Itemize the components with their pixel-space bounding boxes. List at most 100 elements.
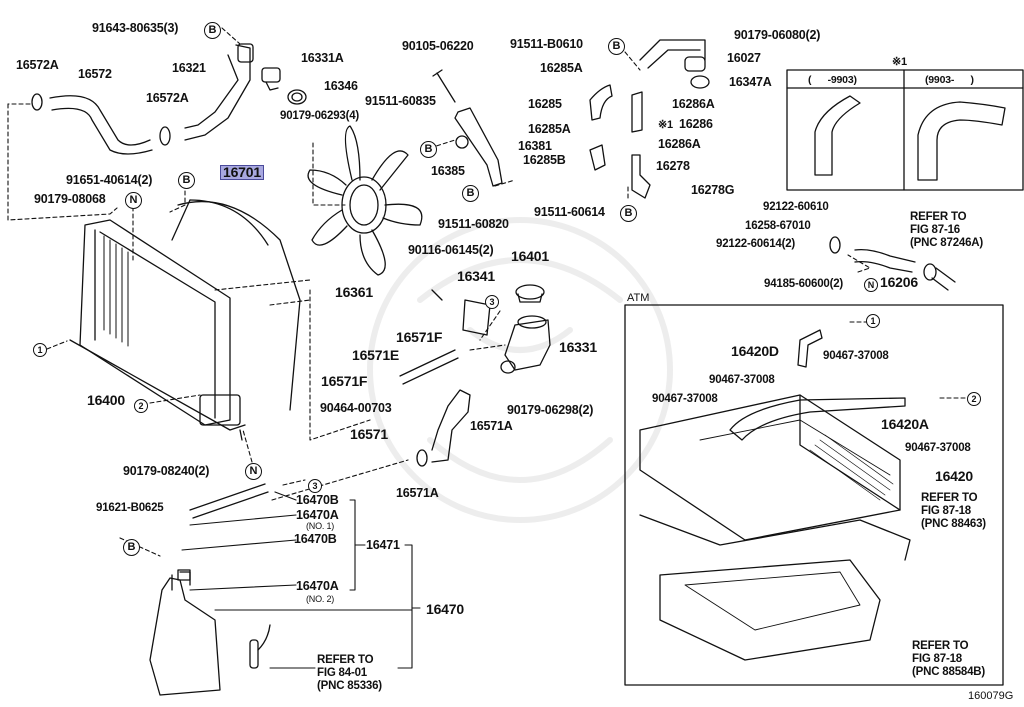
label-16571E[interactable]: 16571E [352, 347, 400, 363]
label-16571A[interactable]: 16571A [396, 486, 439, 500]
label-90467-37008[interactable]: 90467-37008 [823, 350, 889, 362]
label-16286[interactable]: 16286 [679, 117, 713, 131]
callout-3: 3 [308, 479, 322, 493]
inset-col-before-9903: ( -9903) [808, 74, 857, 86]
callout-b: B [420, 141, 437, 158]
hose-16571E [399, 349, 459, 385]
callout-n: N [245, 463, 262, 480]
label-16572A[interactable]: 16572A [146, 91, 189, 105]
label-16206[interactable]: 16206 [880, 274, 918, 290]
label-16361[interactable]: 16361 [335, 284, 373, 300]
label-16285B[interactable]: 16285B [523, 153, 566, 167]
label-16400[interactable]: 16400 [87, 392, 125, 408]
refer-to-fig-87-18-88584B[interactable]: REFER TO FIG 87-18 (PNC 88584B) [912, 640, 986, 678]
hose-16285B [589, 144, 606, 171]
label-16701-highlighted[interactable]: 16701 [220, 165, 264, 180]
label-90179-06080[interactable]: 90179-06080(2) [734, 28, 821, 42]
label-16571F[interactable]: 16571F [321, 373, 368, 389]
label-16401[interactable]: 16401 [511, 248, 549, 264]
fan-shroud-16701 [171, 199, 301, 411]
label-91643-80635[interactable]: 91643-80635(3) [92, 21, 179, 35]
label-16420[interactable]: 16420 [935, 468, 973, 484]
callout-2: 2 [967, 392, 981, 406]
label-16572A[interactable]: 16572A [16, 58, 59, 72]
pipe-16321 [184, 43, 254, 141]
refer-to-fig-87-16[interactable]: REFER TO FIG 87-16 (PNC 87246A) [910, 211, 984, 249]
label-90467-37008[interactable]: 90467-37008 [652, 393, 718, 405]
label-16258-67010[interactable]: 16258-67010 [745, 220, 811, 232]
figure-code: 160079G [968, 690, 1014, 702]
label-16571[interactable]: 16571 [350, 426, 388, 442]
gasket-16347A [690, 75, 710, 89]
label-16471[interactable]: 16471 [366, 538, 400, 552]
hose-16571 [416, 389, 471, 467]
label-90179-08068[interactable]: 90179-08068 [34, 192, 106, 206]
label-16571A[interactable]: 16571A [470, 419, 513, 433]
sensor-85336 [249, 624, 271, 669]
label-16420A[interactable]: 16420A [881, 416, 929, 432]
label-16470A-no1-note: (NO. 1) [306, 521, 335, 531]
label-16470B[interactable]: 16470B [296, 493, 339, 507]
hose-16572 [31, 93, 171, 155]
label-16470B[interactable]: 16470B [294, 532, 337, 546]
refer-to-fig-87-18-88463[interactable]: REFER TO FIG 87-18 (PNC 88463) [921, 492, 986, 530]
reservoir-16470 [149, 569, 221, 696]
label-16346[interactable]: 16346 [324, 79, 358, 93]
label-16278G[interactable]: 16278G [691, 183, 735, 197]
label-16420D[interactable]: 16420D [731, 343, 779, 359]
label-90179-08240[interactable]: 90179-08240(2) [123, 464, 210, 478]
label-16286-mark: ※1 [658, 119, 673, 131]
label-90467-37008[interactable]: 90467-37008 [709, 374, 775, 386]
callout-b: B [608, 38, 625, 55]
label-16470A-no1[interactable]: 16470A [296, 508, 339, 522]
washer-16385 [455, 135, 469, 149]
radiator-16400 [69, 219, 246, 441]
label-16341[interactable]: 16341 [457, 268, 495, 284]
callout-b: B [123, 539, 140, 556]
label-94185-60600[interactable]: 94185-60600(2) [764, 278, 844, 290]
label-16385[interactable]: 16385 [431, 164, 465, 178]
stud-90116 [431, 289, 443, 301]
label-16571F[interactable]: 16571F [396, 329, 443, 345]
label-16331A[interactable]: 16331A [301, 51, 344, 65]
label-16331[interactable]: 16331 [559, 339, 597, 355]
label-16285A[interactable]: 16285A [528, 122, 571, 136]
label-90464-00703[interactable]: 90464-00703 [320, 401, 392, 415]
refer-to-fig-84-01[interactable]: REFER TO FIG 84-01 (PNC 85336) [317, 654, 382, 692]
label-90105-06220[interactable]: 90105-06220 [402, 39, 474, 53]
label-90467-37008[interactable]: 90467-37008 [905, 442, 971, 454]
label-90179-06298[interactable]: 90179-06298(2) [507, 403, 594, 417]
label-91621-B0625[interactable]: 91621-B0625 [96, 502, 164, 514]
label-16321[interactable]: 16321 [172, 61, 206, 75]
housing-16331 [500, 315, 551, 374]
label-91511-60614[interactable]: 91511-60614 [534, 205, 605, 219]
label-16286A[interactable]: 16286A [672, 97, 715, 111]
bracket-16381 [454, 107, 503, 187]
label-90179-06293[interactable]: 90179-06293(4) [280, 110, 360, 122]
label-92122-60614[interactable]: 92122-60614(2) [716, 238, 796, 250]
atm-label: ATM [627, 292, 650, 304]
pipe-16027 [639, 39, 706, 72]
label-91511-60835[interactable]: 91511-60835 [365, 94, 436, 108]
label-91651-40614[interactable]: 91651-40614(2) [66, 173, 153, 187]
label-16285[interactable]: 16285 [528, 97, 562, 111]
label-92122-60610[interactable]: 92122-60610 [763, 201, 829, 213]
inset-mark: ※1 [892, 56, 907, 68]
group-bracket-lines [181, 491, 421, 669]
gasket-16341 [462, 299, 491, 336]
label-16286A[interactable]: 16286A [658, 137, 701, 151]
label-16381[interactable]: 16381 [518, 139, 552, 153]
label-16285A[interactable]: 16285A [540, 61, 583, 75]
label-90116-06145[interactable]: 90116-06145(2) [408, 243, 494, 257]
label-16278[interactable]: 16278 [656, 159, 690, 173]
label-91511-60820[interactable]: 91511-60820 [438, 217, 509, 231]
label-16027[interactable]: 16027 [727, 51, 761, 65]
label-16470A-no2[interactable]: 16470A [296, 579, 339, 593]
label-16470[interactable]: 16470 [426, 601, 464, 617]
label-91511-B0610[interactable]: 91511-B0610 [510, 37, 583, 51]
hose-16285 [589, 84, 613, 121]
callout-n: N [125, 192, 142, 209]
label-16347A[interactable]: 16347A [729, 75, 772, 89]
label-16572[interactable]: 16572 [78, 67, 112, 81]
